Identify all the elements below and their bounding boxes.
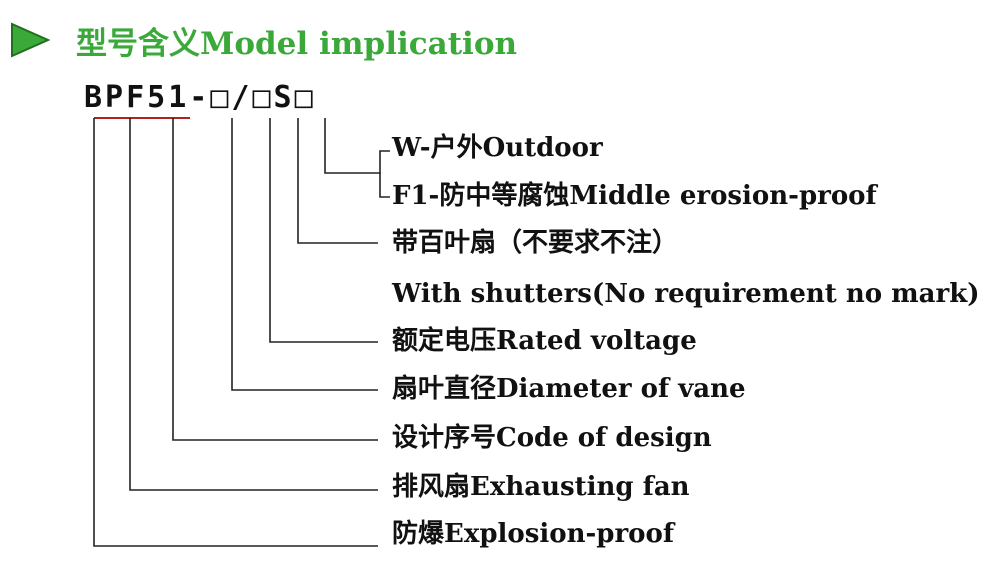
leader-shutters <box>297 118 378 244</box>
leader-w <box>324 118 390 174</box>
label-shutters-en: With shutters(No requirement no mark) <box>392 279 980 309</box>
play-triangle-icon <box>11 22 51 58</box>
leader-code <box>172 118 378 441</box>
title-row: 型号含义Model implication <box>8 16 517 64</box>
label-shutters-cn: 带百叶扇（不要求不注） <box>392 228 679 258</box>
leader-fan <box>129 118 378 491</box>
leader-diameter <box>231 118 378 391</box>
leader-explosion <box>93 118 378 547</box>
label-diameter: 扇叶直径Diameter of vane <box>392 374 746 404</box>
label-code-of-design: 设计序号Code of design <box>392 423 712 453</box>
leader-f1 <box>379 173 390 198</box>
label-exhausting-fan: 排风扇Exhausting fan <box>392 472 690 502</box>
page-title: 型号含义Model implication <box>76 25 518 62</box>
model-code: BPF51-□/□S□ <box>84 80 316 115</box>
label-outdoor: W-户外Outdoor <box>392 133 603 163</box>
leader-voltage <box>269 118 378 343</box>
label-erosion-proof: F1-防中等腐蚀Middle erosion-proof <box>392 181 877 211</box>
label-explosion-proof: 防爆Explosion-proof <box>392 519 675 549</box>
label-rated-voltage: 额定电压Rated voltage <box>392 326 697 356</box>
